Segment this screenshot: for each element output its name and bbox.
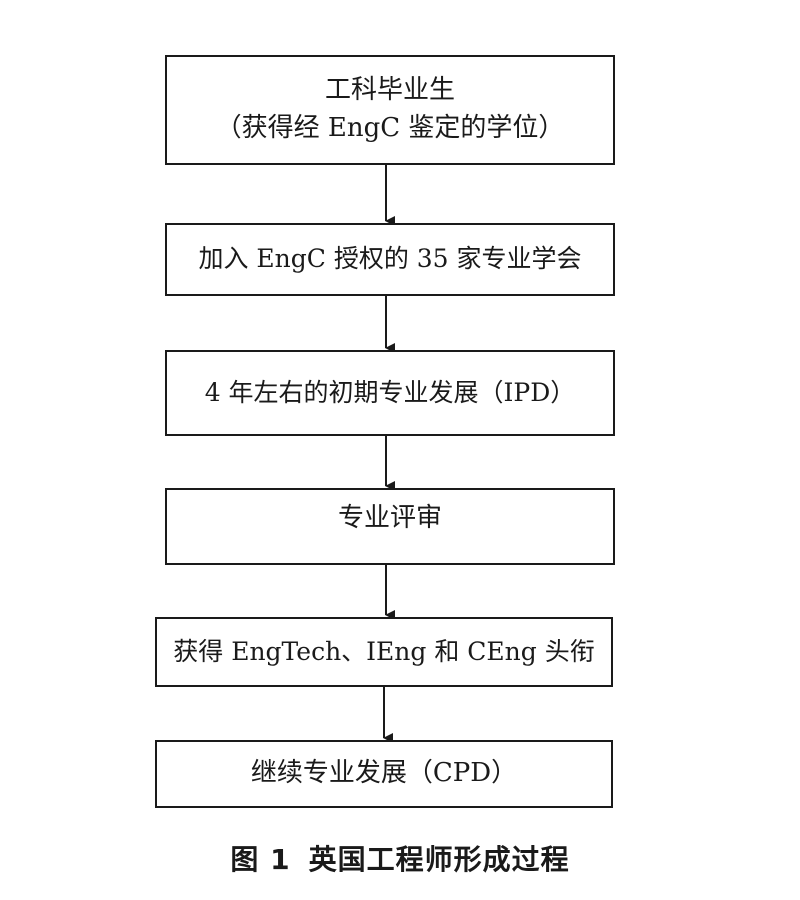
step-box-graduate: 工科毕业生 （获得经 EngC 鉴定的学位） [165,55,615,165]
step-cpd-text: 继续专业发展（CPD） [250,758,518,789]
step-box-cpd: 继续专业发展（CPD） [155,740,613,808]
step-box-join-institution: 加入 EngC 授权的 35 家专业学会 [165,223,615,296]
step-professional-review-text: 专业评审 [337,503,442,533]
figure-number: 图 1 [230,843,291,876]
figure-title: 英国工程师形成过程 [308,843,570,876]
step-ipd-text: 4 年左右的初期专业发展（IPD） [204,377,576,407]
step-box-professional-review: 专业评审 [165,488,615,565]
step-graduate-note: （获得经 EngC 鉴定的学位） [215,113,565,143]
step-box-obtain-title: 获得 EngTech、IEng 和 CEng 头衔 [155,617,613,687]
step-box-ipd: 4 年左右的初期专业发展（IPD） [165,350,615,436]
figure-caption: 图 1 英国工程师形成过程 [0,838,800,878]
step-obtain-title-text: 获得 EngTech、IEng 和 CEng 头衔 [173,636,595,666]
step-join-institution-text: 加入 EngC 授权的 35 家专业学会 [198,244,582,274]
step-graduate-title: 工科毕业生 [324,75,455,106]
